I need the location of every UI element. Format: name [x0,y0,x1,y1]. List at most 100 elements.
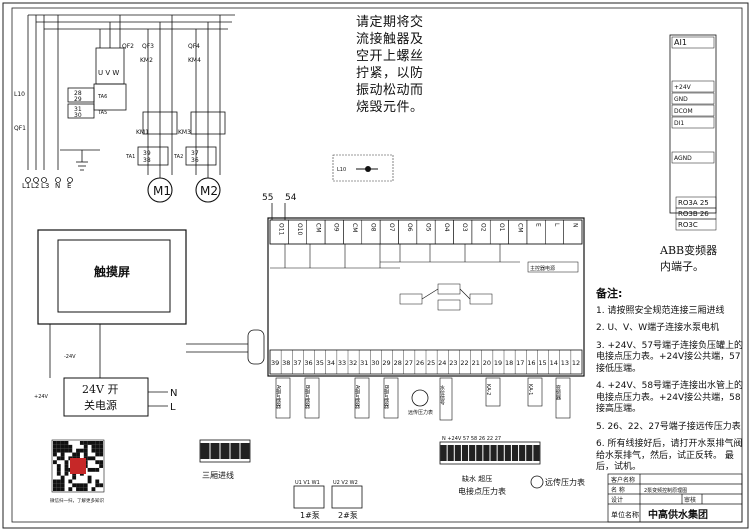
terminal-screw [469,445,476,461]
qr-module [95,452,100,457]
qr-module [53,487,57,492]
qr-module [87,479,92,484]
qr-module [64,460,69,465]
qr-module [99,483,104,488]
notes-panel: 备注: 1. 请按照安全规范连接三厢进线 2. U、V、W端子连接水泵电机 3.… [596,288,744,480]
bottom-terminal-label: 35 [316,359,324,367]
board-connector [247,329,265,365]
bottom-terminal-label: 17 [516,359,524,367]
pump2-terms: U2 V2 W2 [333,480,358,486]
psu-line1: 24V 开 [82,383,118,396]
tb-review-label: 审核 [684,496,696,504]
top-terminal-label: L [553,223,560,227]
remote-gauge-text: 远传压力表 [408,409,433,416]
l10-label: L10 [14,91,25,98]
qr-module [68,448,73,453]
terminal-29: 29 [74,96,82,103]
pump2-terminal [331,485,363,509]
terminal-screw [497,445,504,461]
tb-unit-label: 单位名称 [611,510,639,519]
psu-box [63,377,149,417]
board-relay-2 [437,283,461,295]
relay-symbol-label: L10 [337,167,346,173]
note-4: 4. +24V、58号端子连接出水管上的电接点压力表。+24V接公共端，58接高… [596,381,744,414]
uvw-label: U V W [98,69,119,77]
qr-module [60,487,65,492]
sensor-b1-box [304,377,320,419]
three-phase-label: 三厢进线 [202,470,234,480]
qr-module [95,448,100,453]
qr-module [56,456,61,461]
line-l1: L1 [22,182,30,190]
bottom-terminal-label: 20 [483,359,491,367]
touch-screen-label: 触摸屏 [94,264,130,279]
terminal-28: 28 [74,90,82,97]
top-terminal-label: O7 [388,223,395,232]
top-terminal-label: E [535,223,542,227]
qr-module [95,441,100,445]
psu-plus24: +24V [34,394,49,400]
terminal-31: 31 [74,106,82,113]
qr-module [79,483,84,488]
qr-module [79,487,84,492]
notes-title: 备注: [596,287,623,300]
sensor-a2: A相互感器 [354,385,360,410]
terminal-screw [210,443,220,459]
ta1-label: TA1 [125,154,135,160]
abb-relay-label: RO3A 25 [678,199,709,207]
qr-module [91,444,96,449]
bottom-terminal-label: 22 [460,359,468,367]
qr-module [53,479,57,484]
qr-module [60,452,65,457]
top-terminal-label: N [571,223,578,228]
sensor-terminal-strip [439,441,541,465]
bottom-terminal-label: 19 [494,359,502,367]
abb-relay-cell [675,218,717,231]
pump2-label: 2#泵 [338,511,358,520]
qr-module [60,479,65,484]
psu-l: L [170,402,176,413]
qr-module [56,448,61,453]
vfd-box [555,377,571,419]
qr-module [83,441,88,445]
qr-module [53,452,57,457]
bottom-terminal-label: 23 [449,359,457,367]
terminal-screw [240,443,250,459]
psu-minus24: -24V [64,354,76,360]
qr-module [56,441,61,445]
note-5: 5. 26、22、27号端子接远传压力表 [596,421,741,432]
bottom-terminal-label: 29 [382,359,390,367]
psu-line2: 关电源 [84,398,117,412]
qr-module [79,448,84,453]
top-terminal-label: CM [351,223,358,232]
qr-module [79,441,84,445]
qr-module [60,444,65,449]
inner-border [11,7,743,523]
abb-term-label: DI1 [674,120,684,127]
terminal-screw [440,445,447,461]
qr-module [83,452,88,457]
abb-term-cell [671,92,715,105]
top-terminal-label: O6 [406,223,413,232]
gauge-contacts-label: 缺水 超压 [462,474,492,483]
qr-module [95,467,100,472]
terminal-screw [490,445,497,461]
qr-module [56,471,61,476]
terminal-54: 54 [285,193,297,203]
qr-module [72,483,77,488]
tb-design-label: 设计 [611,496,623,504]
motor-m2: M2 [200,184,218,198]
ta2-label: TA2 [173,154,183,160]
qr-module [91,487,96,492]
qr-module [83,483,88,488]
qr-module [99,444,104,449]
bottom-terminal-label: 16 [527,359,535,367]
qr-module [53,448,57,453]
qr-module [64,444,69,449]
qr-module [60,441,65,445]
top-terminal-label: O2 [480,223,487,232]
